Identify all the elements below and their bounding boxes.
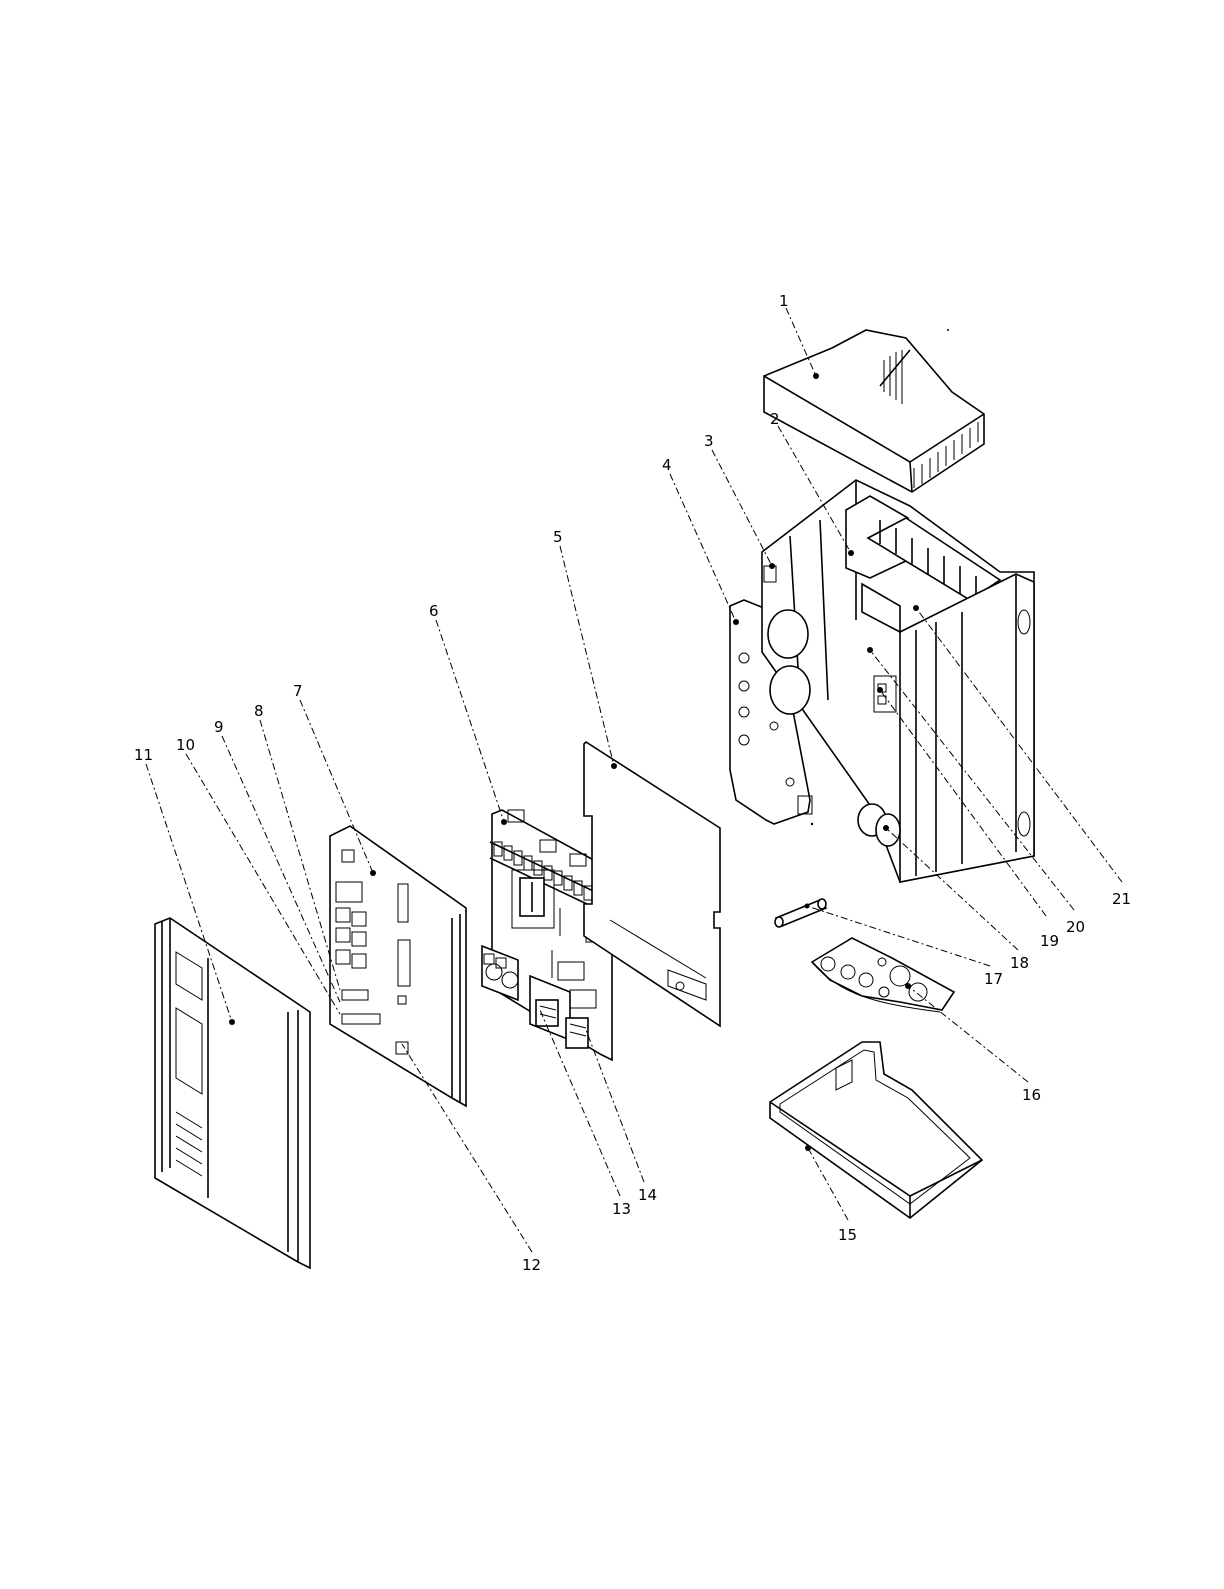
callout-1: 1 [779,292,789,310]
callout-16: 16 [1022,1086,1041,1104]
callout-14: 14 [638,1186,657,1204]
fuse-part [775,899,826,927]
callout-12: 12 [522,1256,541,1274]
callout-21: 21 [1112,890,1131,908]
callout-3: 3 [704,432,714,450]
base-tray-part [770,1042,982,1218]
callout-5: 5 [553,528,563,546]
callout-18: 18 [1010,954,1029,972]
callout-8: 8 [254,702,264,720]
callout-20: 20 [1066,918,1085,936]
top-cover-part [764,330,984,492]
callout-19: 19 [1040,932,1059,950]
scan-speck [947,329,949,331]
callout-15: 15 [838,1226,857,1244]
callout-11: 11 [134,746,153,764]
callout-2: 2 [770,410,780,428]
front-cover-part [155,918,310,1268]
callout-6: 6 [429,602,439,620]
callout-13: 13 [612,1200,631,1218]
callout-4: 4 [662,456,672,474]
callout-7: 7 [293,682,303,700]
callout-17: 17 [984,970,1003,988]
scan-speck [811,823,813,825]
callout-9: 9 [214,718,224,736]
heatsink-chassis-part [762,480,1034,882]
callout-10: 10 [176,736,195,754]
gasket-part [812,938,954,1012]
control-board-part [330,826,466,1106]
